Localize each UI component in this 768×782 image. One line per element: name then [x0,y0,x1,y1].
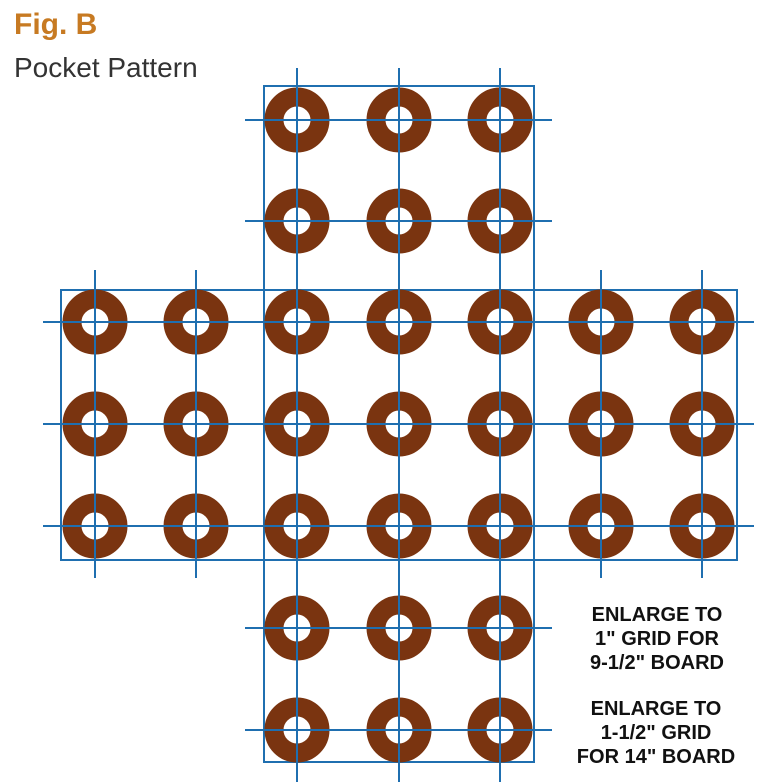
enlarge-note-small-board: ENLARGE TO 1" GRID FOR 9-1/2" BOARD [572,603,742,675]
note-line: ENLARGE TO [591,604,723,626]
pockets [43,68,754,782]
note-line: 1" GRID FOR [595,628,719,650]
enlarge-note-large-board: ENLARGE TO 1-1/2" GRID FOR 14" BOARD [564,697,748,769]
note-line: ENLARGE TO [590,698,722,720]
note-line: 1-1/2" GRID [600,722,712,744]
note-line: FOR 14" BOARD [576,746,736,768]
figure-title: Pocket Pattern [14,52,198,83]
note-line: 9-1/2" BOARD [590,652,724,674]
figure-label: Fig. B [14,8,98,41]
